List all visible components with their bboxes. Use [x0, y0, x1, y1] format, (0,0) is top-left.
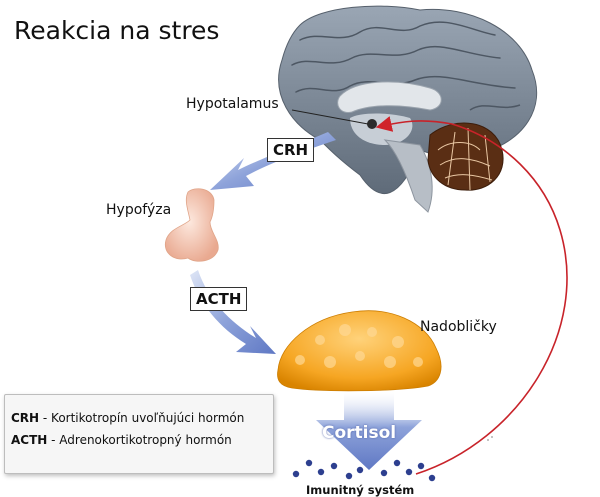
legend-text: - Adrenokortikotropný hormón	[47, 433, 232, 447]
brain-icon	[278, 5, 538, 213]
pituitary-label: Hypofýza	[106, 202, 172, 218]
immune-system-label: Imunitný systém	[306, 483, 415, 497]
cortisol-arrow	[316, 392, 422, 470]
feedback-arrow	[375, 116, 568, 475]
legend-row-crh: CRH - Kortikotropín uvoľňujúci hormón	[11, 411, 244, 425]
page-title: Reakcia na stres	[14, 16, 220, 45]
acth-tag: ACTH	[190, 287, 248, 311]
legend-abbr: ACTH	[11, 433, 48, 447]
adrenal-label: Nadobličky	[420, 319, 497, 335]
acth-arrow	[190, 270, 276, 354]
immune-cells-icon	[292, 459, 436, 482]
cortisol-label: Cortisol	[322, 423, 397, 443]
adrenal-gland-icon	[277, 310, 442, 392]
legend-box: CRH - Kortikotropín uvoľňujúci hormón AC…	[4, 394, 274, 474]
crh-tag: CRH	[267, 138, 315, 162]
pituitary-gland-icon	[164, 188, 219, 262]
legend-text: - Kortikotropín uvoľňujúci hormón	[39, 411, 245, 425]
hypothalamus-label: Hypotalamus	[186, 96, 279, 112]
legend-abbr: CRH	[11, 411, 40, 425]
legend-row-acth: ACTH - Adrenokortikotropný hormón	[11, 433, 232, 447]
